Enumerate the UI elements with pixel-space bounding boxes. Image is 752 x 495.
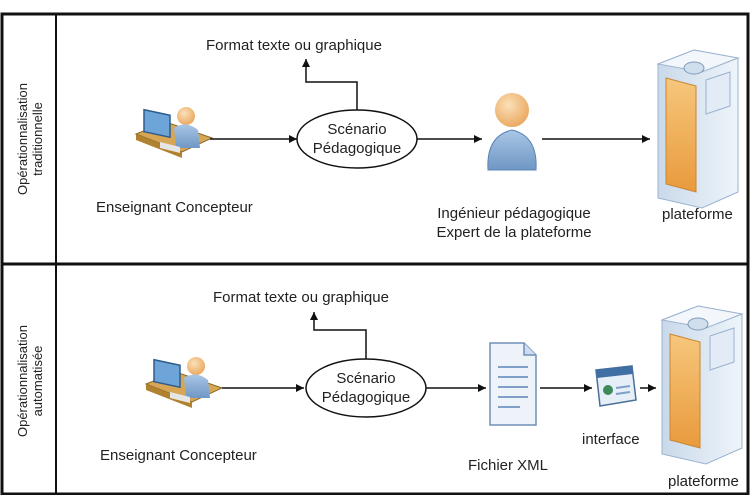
scenario-label: Scénario Pédagogique	[306, 369, 426, 407]
lane-label-line1: Opérationnalisation	[15, 324, 30, 438]
engineer-label: Ingénieur pédagogique Expert de la plate…	[414, 204, 614, 242]
format-label: Format texte ou graphique	[206, 37, 382, 54]
lane-label-line2: traditionnelle	[30, 102, 45, 176]
scenario-label: Scénario Pédagogique	[297, 120, 417, 158]
interface-label: interface	[582, 431, 640, 448]
person-at-computer-icon	[144, 357, 224, 408]
server-tower-icon	[656, 49, 740, 209]
teacher-label: Enseignant Concepteur	[96, 199, 253, 216]
arrow-scenario-to-format	[310, 312, 367, 359]
arrow-scenario-to-format	[302, 59, 358, 110]
document-icon	[489, 342, 537, 426]
person-icon	[487, 93, 537, 171]
lane-label-line2: automatisée	[30, 345, 45, 417]
person-at-computer-icon	[134, 107, 214, 158]
scenario-label-line1: Scénario	[327, 121, 387, 138]
platform-label: plateforme	[662, 206, 733, 223]
outer-frame	[0, 12, 750, 495]
browser-window-icon	[595, 365, 637, 407]
engineer-label-line1: Ingénieur pédagogique	[437, 205, 591, 222]
teacher-label: Enseignant Concepteur	[100, 447, 257, 464]
engineer-label-line2: Expert de la plateforme	[436, 224, 592, 241]
scenario-label-line2: Pédagogique	[321, 389, 411, 406]
server-tower-icon	[660, 305, 744, 465]
platform-label: plateforme	[668, 473, 739, 490]
lane-label: Opérationnalisation automatisée	[15, 301, 45, 461]
xml-file-label: Fichier XML	[468, 457, 549, 474]
scenario-label-line2: Pédagogique	[312, 140, 402, 157]
lane-label-line1: Opérationnalisation	[15, 82, 30, 196]
lane-label: Opérationnalisation traditionnelle	[15, 59, 45, 219]
format-label: Format texte ou graphique	[213, 289, 389, 306]
scenario-label-line1: Scénario	[336, 370, 396, 387]
